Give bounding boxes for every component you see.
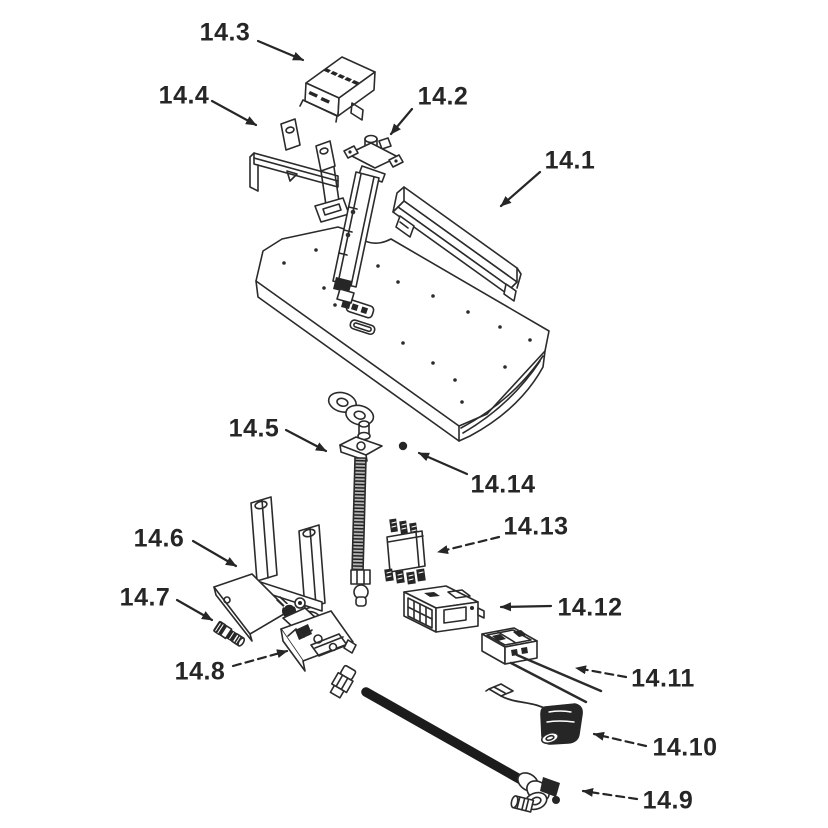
part-label-14-5: 14.5 xyxy=(228,414,280,443)
part-label-14-13: 14.13 xyxy=(503,512,569,541)
leader-arrow-14-10 xyxy=(592,731,648,748)
part-rail-14-1 xyxy=(392,186,522,302)
part-valve-assembly-14-8 xyxy=(276,596,357,672)
part-label-14-3: 14.3 xyxy=(199,18,251,47)
leader-arrow-14-1 xyxy=(499,170,542,208)
part-label-14-12: 14.12 xyxy=(557,593,623,622)
part-ball-14-14 xyxy=(398,441,408,451)
leader-arrow-14-2 xyxy=(389,107,414,136)
part-deck-panel-14-1 xyxy=(255,226,550,442)
part-connector-pigtail-14-10 xyxy=(485,683,583,745)
leader-arrow-14-6 xyxy=(191,539,238,568)
leader-arrow-14-9 xyxy=(581,788,639,801)
part-control-module-14-12 xyxy=(403,585,485,633)
leader-arrow-14-12 xyxy=(499,602,553,612)
part-label-14-11: 14.11 xyxy=(631,664,695,693)
leader-arrow-14-5 xyxy=(284,428,328,453)
leader-arrow-14-14 xyxy=(417,451,469,476)
part-fitting-14-7 xyxy=(213,620,246,647)
leader-arrow-14-13 xyxy=(436,535,501,554)
part-mast-assembly-14-2 xyxy=(332,134,404,309)
part-support-bracket-14-4 xyxy=(249,118,350,223)
part-threaded-rod-14-5 xyxy=(339,420,383,607)
part-relay-14-13 xyxy=(384,518,426,585)
part-cable-assembly-14-9 xyxy=(329,664,560,813)
part-connector-housing-14-11 xyxy=(481,627,603,704)
rivet-dots xyxy=(282,248,532,404)
leader-arrow-14-4 xyxy=(210,99,258,127)
leader-arrow-14-7 xyxy=(175,598,214,622)
part-label-14-1: 14.1 xyxy=(544,146,596,175)
part-label-14-4: 14.4 xyxy=(158,81,210,110)
grommet-seal xyxy=(327,391,375,426)
leader-arrows xyxy=(175,39,648,801)
part-label-14-8: 14.8 xyxy=(174,657,226,686)
leader-arrow-14-11 xyxy=(574,665,628,679)
part-label-14-10: 14.10 xyxy=(652,733,718,762)
part-label-14-2: 14.2 xyxy=(417,82,469,111)
leader-arrow-14-8 xyxy=(231,649,289,668)
part-label-14-14: 14.14 xyxy=(470,470,536,499)
part-label-14-6: 14.6 xyxy=(133,524,185,553)
part-mount-block-14-3 xyxy=(299,56,376,123)
part-label-14-9: 14.9 xyxy=(642,786,694,815)
part-label-14-7: 14.7 xyxy=(119,583,171,612)
leader-arrow-14-3 xyxy=(256,39,305,62)
